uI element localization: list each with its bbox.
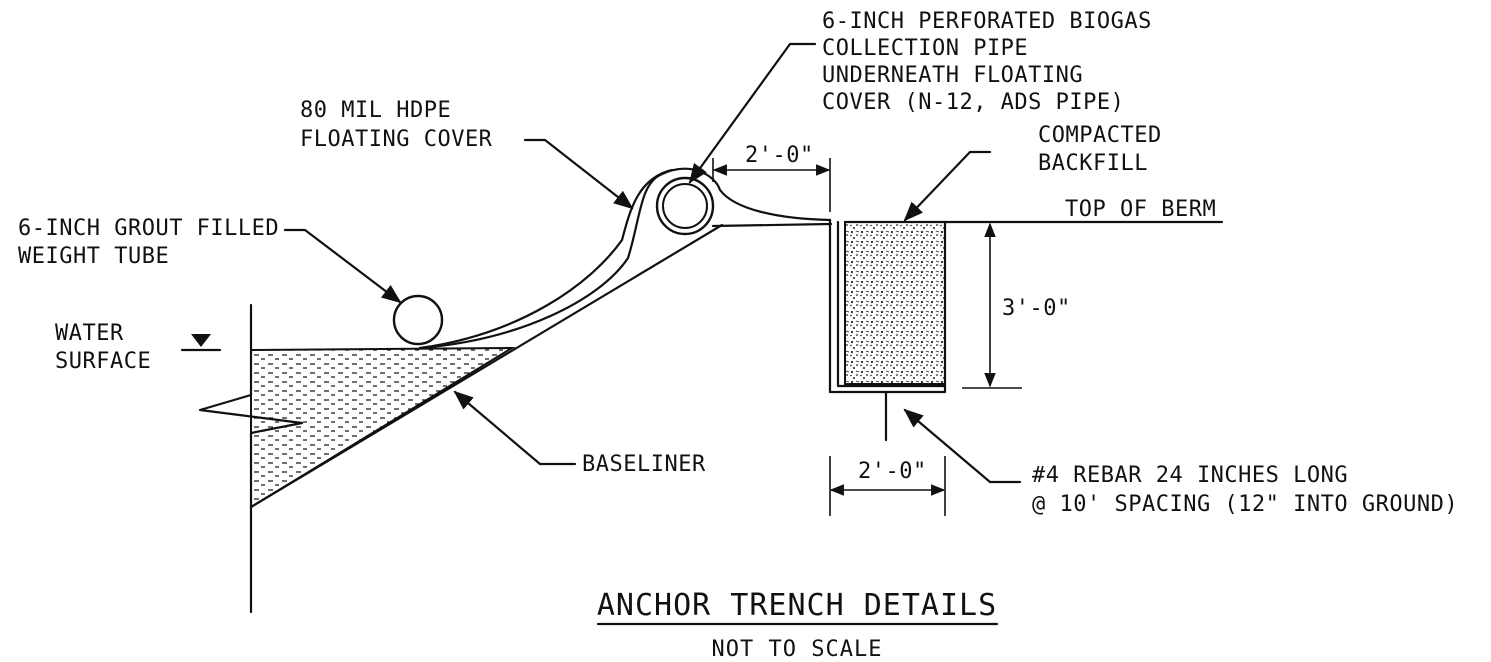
biogas-pipe-inner: [662, 183, 708, 229]
floating-cover-label-line1: 80 MIL HDPE: [300, 98, 451, 123]
water-surface-symbol: [191, 334, 211, 347]
rebar-label-line1: #4 REBAR 24 INCHES LONG: [1032, 463, 1348, 488]
water-surface-label-line1: WATER: [55, 321, 124, 346]
biogas-pipe-label-line1: 6-INCH PERFORATED BIOGAS: [822, 9, 1152, 34]
backfill-label-line1: COMPACTED: [1038, 123, 1162, 148]
biogas-pipe-label-line2: COLLECTION PIPE: [822, 36, 1028, 61]
depth-dim-label: 3'-0": [1002, 296, 1071, 321]
floating-cover-label-line2: FLOATING COVER: [300, 127, 493, 152]
biogas-pipe-outer: [655, 176, 715, 236]
setback-dim-label: 2'-0": [745, 143, 814, 168]
backfill-leader: [903, 150, 992, 222]
baseliner-leader: [453, 390, 577, 466]
floating-cover-inner-line: [418, 168, 674, 350]
baseliner-line: [249, 223, 724, 509]
rebar-label-line2: @ 10' SPACING (12" INTO GROUND): [1032, 492, 1458, 517]
weight-tube-label-line1: 6-INCH GROUT FILLED: [18, 216, 279, 241]
biogas-pipe-leader: [688, 42, 817, 184]
backfill-label-line2: BACKFILL: [1038, 151, 1148, 176]
biogas-pipe-label-line3: UNDERNEATH FLOATING: [822, 63, 1083, 88]
weight-tube: [392, 294, 444, 346]
top-of-berm-line: [711, 222, 833, 228]
baseliner-label: BASELINER: [582, 452, 706, 477]
floating-cover-leader: [523, 138, 634, 210]
trench-liner-line: [836, 220, 947, 388]
diagram-title: ANCHOR TRENCH DETAILS: [597, 588, 997, 623]
width-dim-label: 2'-0": [858, 459, 927, 484]
rebar-leader: [903, 408, 1022, 484]
weight-tube-label-line2: WEIGHT TUBE: [18, 244, 169, 269]
weight-tube-leader: [283, 228, 402, 304]
left-wall-line: [198, 303, 304, 614]
diagram-subtitle: NOT TO SCALE: [712, 637, 883, 662]
water-surface-label-line2: SURFACE: [55, 349, 151, 374]
biogas-pipe-label-line4: COVER (N-12, ADS PIPE): [822, 90, 1124, 115]
floating-cover-line: [418, 167, 832, 350]
compacted-backfill: [844, 221, 946, 385]
top-of-berm-label: TOP OF BERM: [1065, 197, 1216, 222]
